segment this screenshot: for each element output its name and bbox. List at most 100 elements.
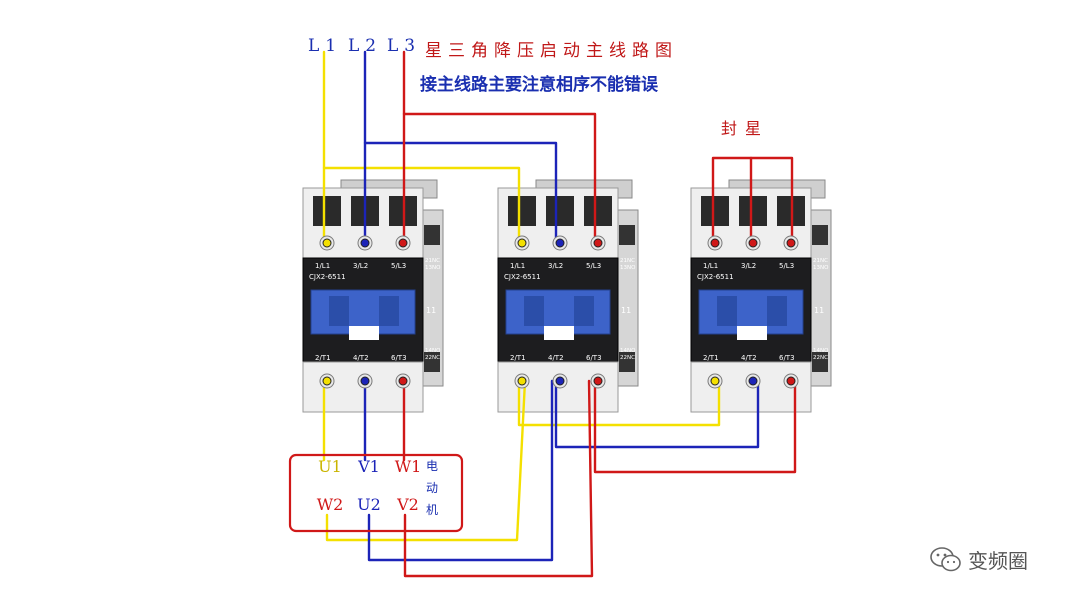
phase-label-l3: L3 xyxy=(387,36,422,56)
top-terminal-label: 1/L1 xyxy=(703,262,718,270)
screw-cavity xyxy=(508,196,536,226)
indicator-plate xyxy=(349,326,379,340)
bottom-terminal-label: 2/T1 xyxy=(315,354,331,362)
contactor-2-top-terminal-3-core xyxy=(593,238,603,248)
motor-terminal-v1: V1 xyxy=(357,457,380,476)
contactor-2-bottom-terminal-3-core xyxy=(593,376,603,386)
contactor-3-bottom-terminal-3-core xyxy=(786,376,796,386)
bottom-terminal-label: 6/T3 xyxy=(391,354,407,362)
wire-km2-t3-to-km3 xyxy=(593,379,797,474)
rating-label: 11 xyxy=(814,306,824,315)
aux-terminal xyxy=(619,225,635,245)
rating-label: 11 xyxy=(426,306,436,315)
contactor-2-top-terminal-1-core xyxy=(517,238,527,248)
bottom-terminal-label: 6/T3 xyxy=(586,354,602,362)
contactor-1-top-terminal-1-core xyxy=(322,238,332,248)
aux-label: 22NC xyxy=(425,355,440,361)
aux-terminal xyxy=(812,225,828,245)
aux-label: 13NO xyxy=(620,265,636,271)
motor-label-char: 动 xyxy=(426,481,438,495)
indicator-plate xyxy=(737,326,767,340)
aux-label: 14NO xyxy=(620,348,636,354)
motor-terminal-u2: U2 xyxy=(357,495,381,514)
screw-cavity xyxy=(313,196,341,226)
contactor-3-top-terminal-1-core xyxy=(710,238,720,248)
wire-star-seal xyxy=(711,156,794,245)
wire-l1-to-km2 xyxy=(322,50,521,245)
wire-km2-t2-to-km3 xyxy=(554,379,760,449)
armature-slot xyxy=(524,296,544,326)
top-terminal-label: 5/L3 xyxy=(391,262,406,270)
model-label: CJX2-6511 xyxy=(309,273,346,281)
motor-terminal-w2: W2 xyxy=(317,495,344,514)
diagram-subtitle: 接主线路主要注意相序不能错误 xyxy=(420,75,658,95)
top-terminal-label: 3/L2 xyxy=(353,262,368,270)
phase-label-l2: L2 xyxy=(348,36,383,56)
aux-label: 13NO xyxy=(813,265,829,271)
labels-layer: 封星 xyxy=(721,119,769,138)
motor-box-outline xyxy=(288,453,464,533)
motor-label-char: 电 xyxy=(426,459,438,473)
armature-slot xyxy=(329,296,349,326)
contactor-3-bottom-terminal-1-core xyxy=(710,376,720,386)
armature-slot xyxy=(574,296,594,326)
bottom-terminal-label: 6/T3 xyxy=(779,354,795,362)
aux-terminal xyxy=(424,352,440,372)
aux-label: 22NC xyxy=(813,355,828,361)
bottom-terminal-label: 2/T1 xyxy=(510,354,526,362)
aux-label: 14NO xyxy=(425,348,441,354)
aux-label: 21NC xyxy=(813,258,828,264)
aux-label: 21NC xyxy=(425,258,440,264)
armature-slot xyxy=(767,296,787,326)
screw-cavity xyxy=(584,196,612,226)
wire-km2-t3-to-v2 xyxy=(403,379,594,578)
aux-terminal xyxy=(812,352,828,372)
top-terminal-label: 5/L3 xyxy=(779,262,794,270)
motor-terminal-v2: V2 xyxy=(396,495,419,514)
contactor-1-top-terminal-3-core xyxy=(398,238,408,248)
bottom-terminal-label: 2/T1 xyxy=(703,354,719,362)
wire-l3-to-km2 xyxy=(402,50,597,245)
contactor-2-top-terminal-2-core xyxy=(555,238,565,248)
top-terminal-label: 1/L1 xyxy=(315,262,330,270)
contactor-1-bottom-terminal-3-core xyxy=(398,376,408,386)
wire-km2-t1-to-w2 xyxy=(325,379,527,542)
model-label: CJX2-6511 xyxy=(504,273,541,281)
diagram-title: 星三角降压启动主线路图 xyxy=(425,41,678,61)
contactor-1-top-terminal-2-core xyxy=(360,238,370,248)
indicator-plate xyxy=(544,326,574,340)
aux-label: 22NC xyxy=(620,355,635,361)
top-terminal-label: 1/L1 xyxy=(510,262,525,270)
aux-terminal xyxy=(619,352,635,372)
aux-label: 14NO xyxy=(813,348,829,354)
screw-cavity xyxy=(546,196,574,226)
bottom-terminal-label: 4/T2 xyxy=(353,354,369,362)
watermark-text: 变频圈 xyxy=(968,549,1028,573)
contactor-1-bottom-terminal-1-core xyxy=(322,376,332,386)
rating-label: 11 xyxy=(621,306,631,315)
aux-label: 13NO xyxy=(425,265,441,271)
contactor-2-bottom-terminal-2-core xyxy=(555,376,565,386)
aux-terminal xyxy=(424,225,440,245)
motor-terminal-u1: U1 xyxy=(318,457,342,476)
top-terminal-label: 3/L2 xyxy=(548,262,563,270)
top-terminal-label: 3/L2 xyxy=(741,262,756,270)
phase-label-l1: L1 xyxy=(308,36,343,56)
aux-label: 21NC xyxy=(620,258,635,264)
bottom-terminal-label: 4/T2 xyxy=(741,354,757,362)
contactor-3-bottom-terminal-2-core xyxy=(748,376,758,386)
contactor-3-top-terminal-2-core xyxy=(748,238,758,248)
bottom-terminal-label: 4/T2 xyxy=(548,354,564,362)
contactor-1-bottom-terminal-2-core xyxy=(360,376,370,386)
screw-cavity xyxy=(739,196,767,226)
star-seal-label: 封星 xyxy=(721,119,769,138)
armature-slot xyxy=(717,296,737,326)
contactor-3-top-terminal-3-core xyxy=(786,238,796,248)
screw-cavity xyxy=(701,196,729,226)
motor-label-char: 机 xyxy=(426,503,438,517)
wire-l2-to-km2 xyxy=(363,50,558,245)
wire-km2-t1-to-km3 xyxy=(517,379,721,427)
top-terminal-label: 5/L3 xyxy=(586,262,601,270)
